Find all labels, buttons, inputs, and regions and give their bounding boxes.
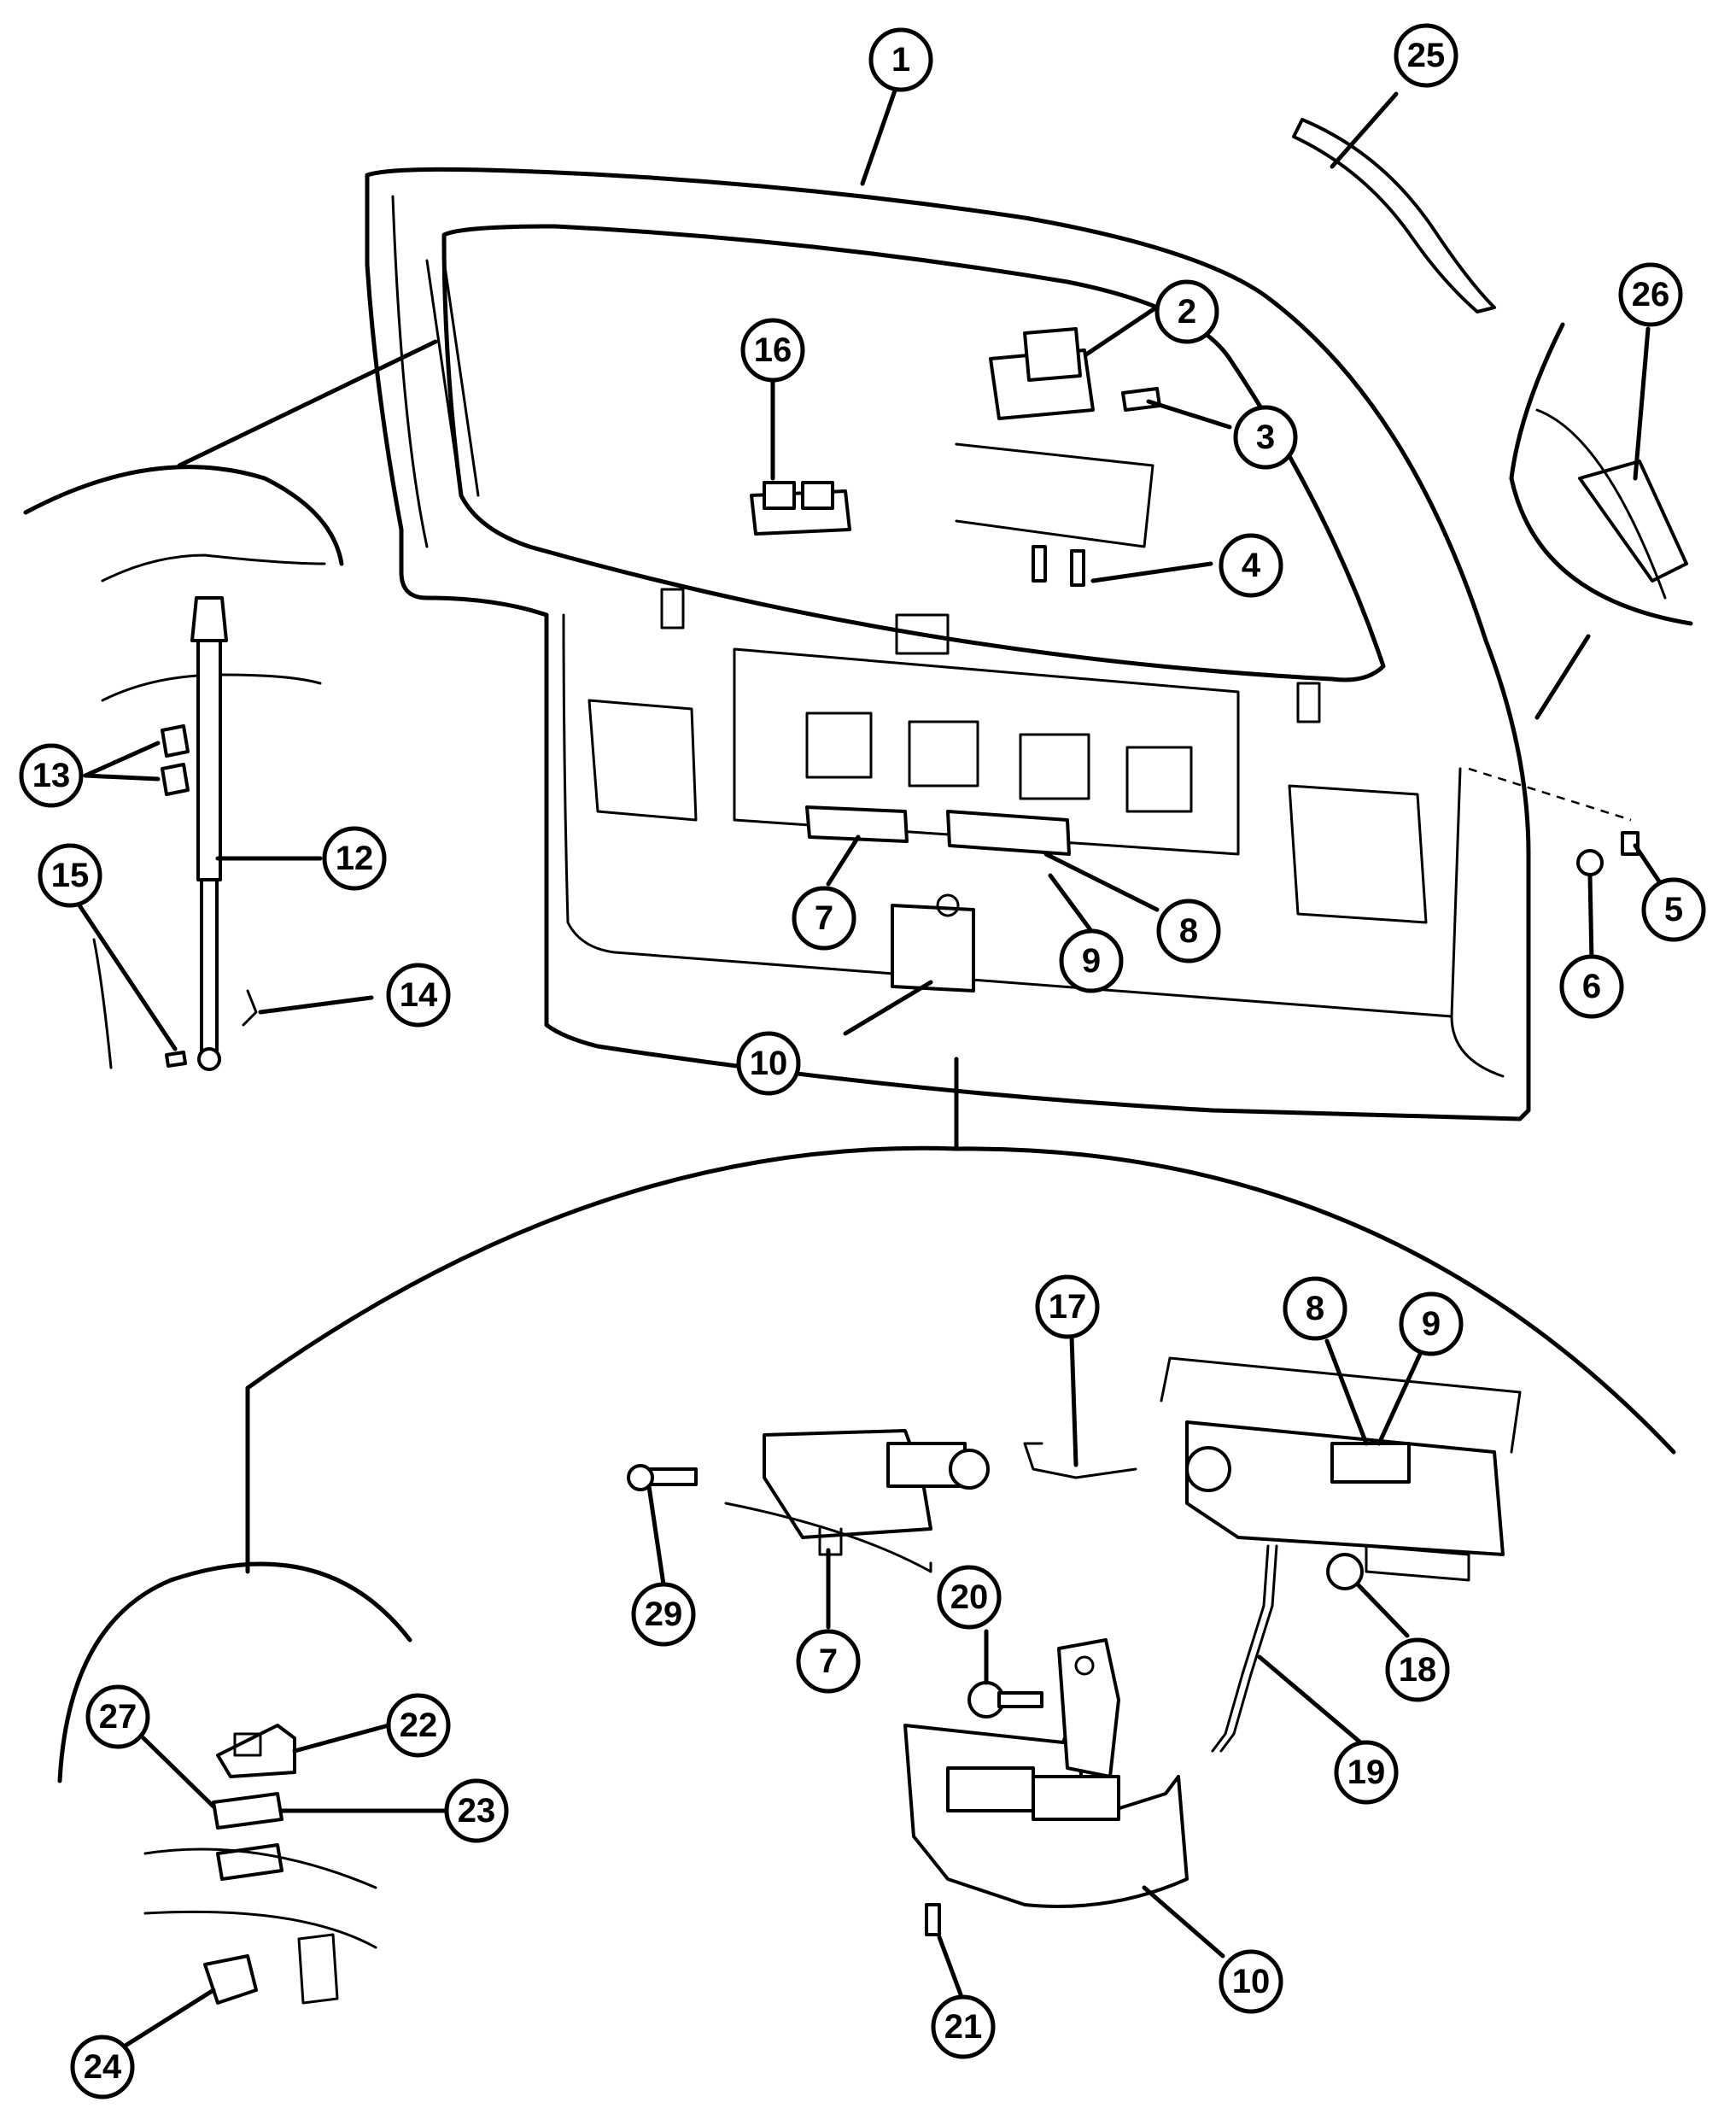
- svg-text:8: 8: [1179, 912, 1198, 950]
- svg-text:5: 5: [1664, 891, 1683, 928]
- svg-text:8: 8: [1306, 1290, 1324, 1327]
- svg-text:29: 29: [645, 1596, 683, 1633]
- svg-text:21: 21: [944, 2008, 983, 2046]
- svg-text:26: 26: [1632, 276, 1670, 313]
- svg-text:17: 17: [1049, 1288, 1087, 1326]
- callout-16: 16: [740, 318, 805, 383]
- leader-lines: [77, 88, 1663, 2051]
- callout-8-main: 8: [1156, 899, 1221, 963]
- svg-text:25: 25: [1407, 37, 1446, 74]
- callout-7-detail: 7: [796, 1629, 861, 1694]
- liftgate-assembly: [365, 167, 1640, 1121]
- svg-text:6: 6: [1582, 968, 1601, 1005]
- svg-text:14: 14: [400, 976, 438, 1014]
- svg-text:10: 10: [1232, 1963, 1271, 2000]
- callout-19: 19: [1334, 1740, 1399, 1805]
- callout-10-detail: 10: [1219, 1949, 1283, 2014]
- latch-detail: [627, 1356, 1522, 1936]
- callout-3: 3: [1233, 405, 1298, 470]
- svg-text:27: 27: [99, 1698, 137, 1736]
- callout-27: 27: [85, 1684, 150, 1749]
- callout-25: 25: [1394, 23, 1458, 88]
- callout-26: 26: [1618, 262, 1683, 327]
- svg-text:9: 9: [1422, 1305, 1441, 1343]
- callout-29: 29: [631, 1582, 696, 1647]
- detail-circle-26: [1509, 322, 1693, 720]
- callout-4: 4: [1219, 533, 1283, 598]
- svg-text:3: 3: [1256, 419, 1275, 456]
- callout-24: 24: [70, 2035, 135, 2099]
- svg-text:24: 24: [84, 2048, 122, 2086]
- callout-9-main: 9: [1059, 928, 1124, 993]
- callout-13: 13: [19, 743, 84, 808]
- svg-text:10: 10: [750, 1045, 788, 1082]
- svg-text:19: 19: [1347, 1754, 1386, 1791]
- svg-text:16: 16: [754, 331, 792, 369]
- callout-2: 2: [1154, 279, 1219, 344]
- svg-text:23: 23: [458, 1792, 496, 1830]
- svg-text:18: 18: [1399, 1651, 1437, 1689]
- svg-text:9: 9: [1082, 942, 1101, 980]
- callout-1: 1: [868, 27, 933, 92]
- callout-7-main: 7: [792, 886, 856, 951]
- callout-23: 23: [444, 1778, 509, 1843]
- callout-22: 22: [386, 1693, 451, 1758]
- callout-9-detail: 9: [1399, 1291, 1464, 1356]
- callout-18: 18: [1385, 1637, 1450, 1702]
- svg-text:1: 1: [891, 41, 910, 79]
- svg-text:7: 7: [819, 1642, 838, 1680]
- svg-text:12: 12: [336, 840, 374, 877]
- strut-detail: [23, 339, 438, 1071]
- callout-17: 17: [1035, 1274, 1100, 1339]
- svg-text:2: 2: [1178, 293, 1196, 331]
- svg-text:22: 22: [400, 1707, 438, 1744]
- callout-15: 15: [38, 843, 102, 908]
- callout-12: 12: [322, 826, 387, 891]
- callout-20: 20: [937, 1565, 1002, 1630]
- svg-text:15: 15: [51, 857, 90, 894]
- callout-10-main: 10: [736, 1031, 801, 1096]
- callout-8-detail: 8: [1283, 1276, 1347, 1341]
- svg-text:7: 7: [815, 899, 833, 937]
- callout-21: 21: [931, 1994, 996, 2059]
- svg-text:13: 13: [32, 757, 71, 794]
- callout-14: 14: [386, 963, 451, 1028]
- weatherstrip-25: [1292, 118, 1496, 313]
- callout-5: 5: [1641, 877, 1706, 942]
- svg-text:4: 4: [1242, 547, 1261, 584]
- svg-text:20: 20: [950, 1578, 989, 1616]
- callout-6: 6: [1559, 954, 1624, 1019]
- striker-detail: [57, 1561, 412, 2005]
